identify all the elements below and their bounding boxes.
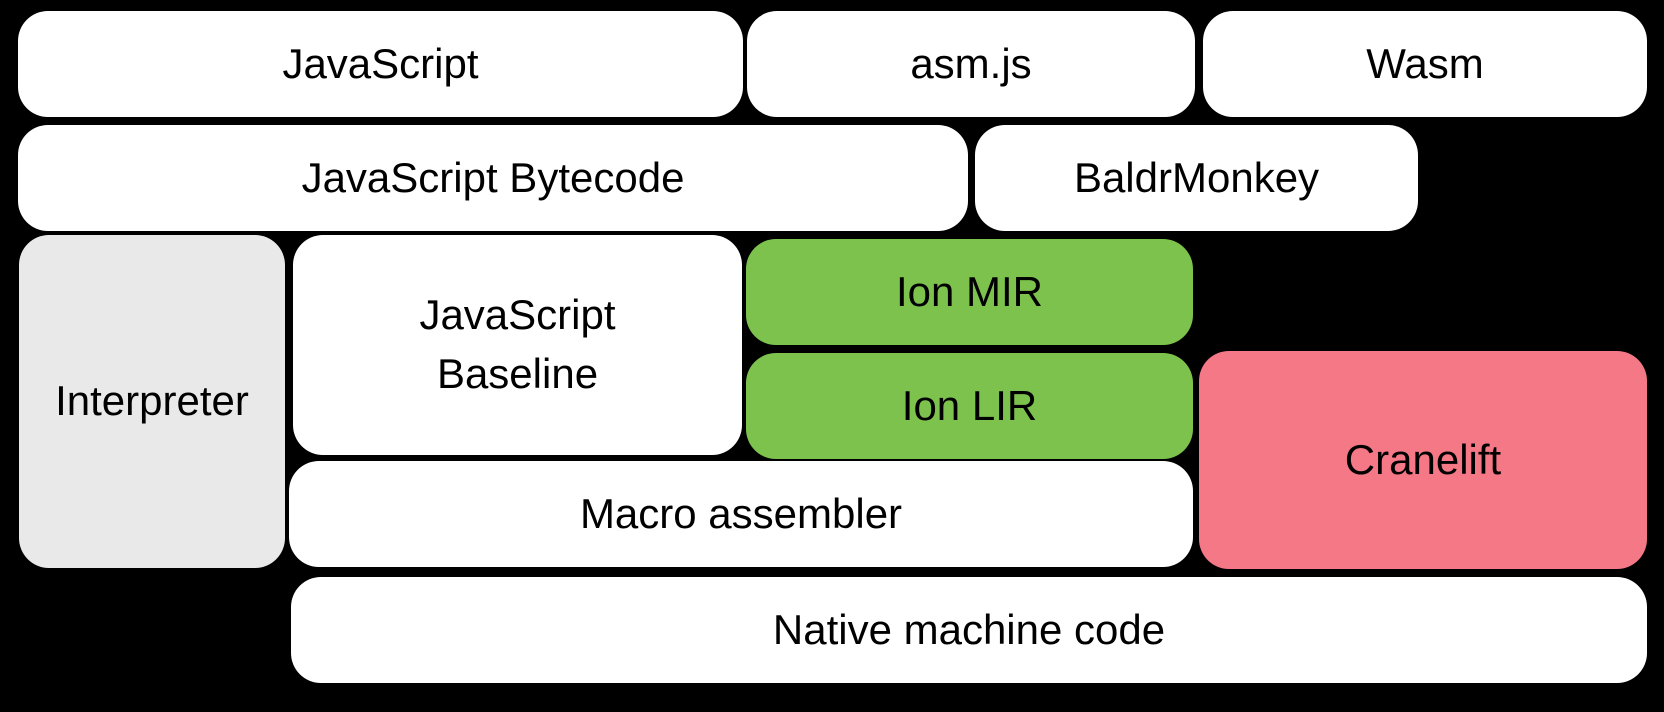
node-interpreter: Interpreter [19, 235, 285, 568]
node-cranelift: Cranelift [1199, 351, 1647, 569]
node-javascript-label: JavaScript [282, 39, 479, 87]
node-ion-mir-label: Ion MIR [895, 267, 1044, 315]
node-baldrmonkey: BaldrMonkey [975, 125, 1418, 231]
node-asmjs: asm.js [747, 11, 1195, 117]
node-native-machine-code-label: Native machine code [772, 605, 1166, 653]
node-macro-assembler-label: Macro assembler [579, 489, 903, 537]
node-macro-assembler: Macro assembler [289, 461, 1193, 567]
node-javascript-bytecode-label: JavaScript Bytecode [301, 153, 685, 201]
node-javascript-baseline-label-line2: Baseline [436, 350, 599, 397]
node-ion-lir-label: Ion LIR [901, 381, 1038, 429]
node-javascript-baseline-label-line1: JavaScript [419, 291, 616, 339]
node-asmjs-label: asm.js [910, 39, 1032, 87]
node-ion-mir: Ion MIR [746, 239, 1193, 345]
node-interpreter-label: Interpreter [55, 377, 249, 425]
node-javascript-baseline: JavaScript Baseline [293, 235, 742, 455]
node-baldrmonkey-label: BaldrMonkey [1073, 153, 1320, 201]
node-javascript: JavaScript [18, 11, 743, 117]
node-cranelift-label: Cranelift [1344, 435, 1502, 483]
node-ion-lir: Ion LIR [746, 353, 1193, 459]
node-wasm-label: Wasm [1366, 39, 1484, 87]
node-wasm: Wasm [1203, 11, 1647, 117]
node-native-machine-code: Native machine code [291, 577, 1647, 683]
node-javascript-bytecode: JavaScript Bytecode [18, 125, 968, 231]
